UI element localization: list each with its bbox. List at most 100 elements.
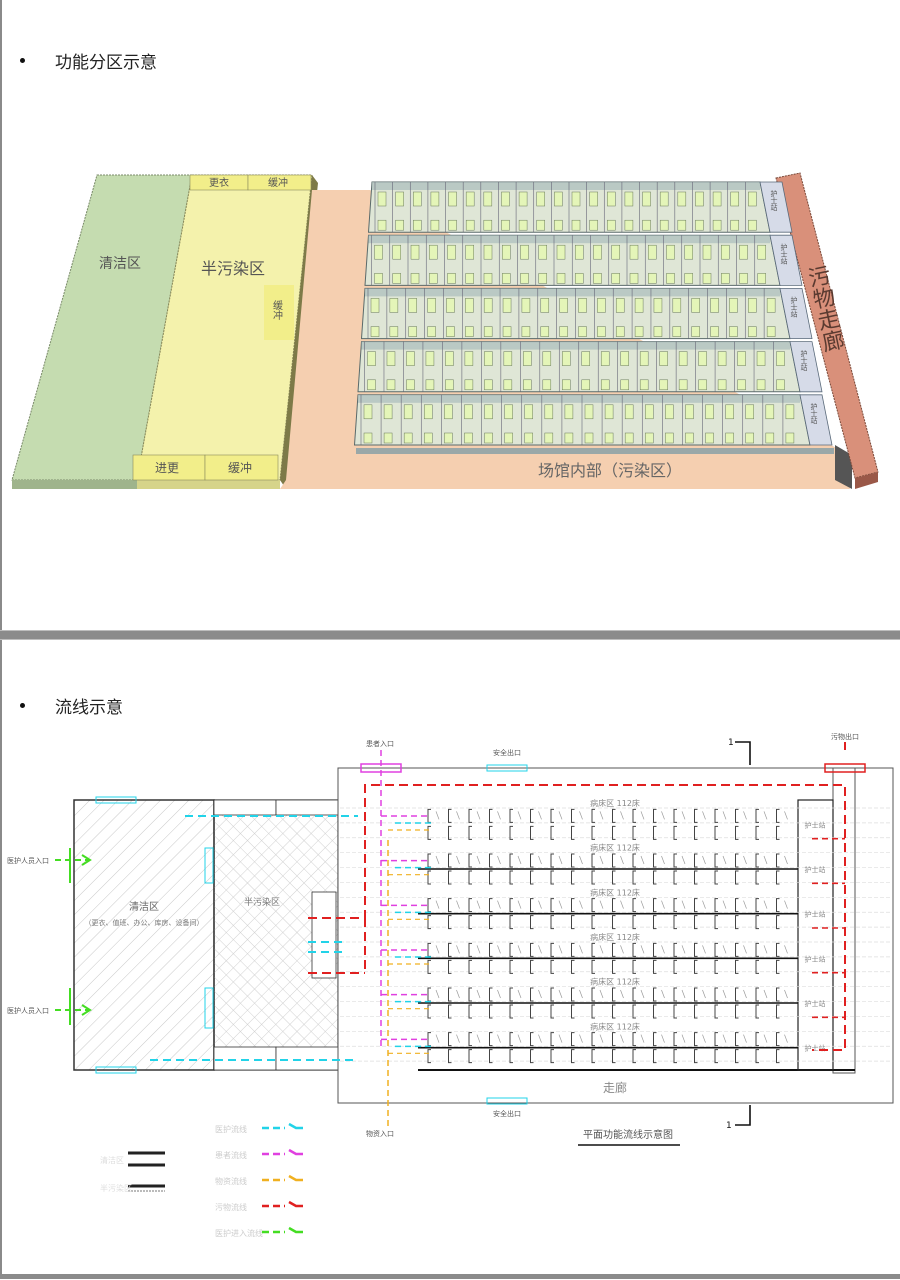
bed (464, 404, 473, 420)
bed (607, 219, 616, 231)
bed-symbol (489, 1032, 493, 1047)
bed-symbol (653, 825, 657, 840)
bed (363, 404, 373, 420)
bed (503, 351, 513, 366)
semi-zone-plan-label: 半污染区 (244, 896, 280, 908)
bed-symbol (509, 987, 513, 1002)
bed-symbol (755, 1049, 759, 1064)
bed-mark (640, 989, 645, 999)
supply-entry-label: 物资入口 (366, 1129, 394, 1138)
bed (748, 191, 757, 207)
bed (363, 432, 373, 444)
staff-entry-label-top: 医护人员入口 (7, 856, 49, 865)
bed (465, 219, 475, 231)
section-mark-top-label: 1 (728, 738, 734, 748)
bed (705, 404, 714, 420)
bed (540, 326, 550, 337)
bottom-buffer-label: 缓冲 (228, 460, 252, 475)
bed-symbol (448, 1032, 452, 1047)
bed-symbol (448, 959, 452, 974)
bed-mark (476, 945, 481, 954)
bed-symbol (612, 942, 616, 957)
bed-mark (476, 1034, 481, 1043)
bed-symbol (591, 825, 595, 840)
top-change-label: 更衣 (209, 176, 229, 189)
bed (413, 219, 422, 231)
bottom-buffer-room (204, 454, 279, 481)
door-dirty-exit (824, 763, 866, 773)
bed (785, 404, 795, 420)
bed-symbol (632, 959, 636, 974)
bed-mark (435, 989, 440, 999)
semi-bottom-room-b (275, 1046, 339, 1071)
door-bottom-left (95, 1066, 137, 1074)
bed-mark (784, 855, 788, 865)
contaminated-zone-side (835, 445, 852, 489)
bed-symbol (571, 1004, 575, 1019)
bed-symbol (694, 825, 698, 840)
ward-row-label: 病床区 112床 (590, 887, 640, 897)
bed-symbol (509, 1032, 513, 1047)
bed-symbol (755, 1004, 759, 1019)
bed (600, 351, 610, 366)
bed-mark (681, 900, 686, 909)
bed-symbol (571, 870, 575, 885)
bed-mark (579, 855, 583, 865)
bed (483, 326, 493, 337)
bed-symbol (673, 808, 677, 823)
bed-symbol (694, 1049, 698, 1064)
bed (446, 326, 455, 337)
bed (611, 244, 620, 260)
ward-row-label: 病床区 112床 (590, 977, 640, 987)
bed (448, 191, 457, 207)
bed (765, 404, 775, 420)
bed-mark (763, 945, 768, 954)
bed (408, 298, 417, 313)
bed-symbol (427, 915, 431, 930)
bed-mark (763, 855, 768, 865)
bed (785, 432, 795, 444)
bed-symbol (489, 853, 493, 868)
bed-symbol (591, 853, 595, 868)
bed-mark (640, 945, 645, 954)
bed-symbol (489, 808, 493, 823)
bed-symbol (489, 870, 493, 885)
bed (645, 404, 654, 420)
ward-row-label: 病床区 112床 (590, 932, 640, 942)
nurse-station-label: 护士站 (805, 910, 826, 919)
bed-symbol (612, 1004, 616, 1019)
bed (629, 273, 639, 284)
bed (571, 191, 581, 207)
bed (624, 404, 634, 420)
bed (367, 379, 376, 391)
bed-symbol (776, 915, 780, 930)
bed-symbol (448, 1049, 452, 1064)
bed-symbol (530, 1032, 534, 1047)
bed (642, 219, 651, 231)
bed-symbol (468, 959, 472, 974)
bed-symbol (530, 853, 534, 868)
bed-symbol (468, 987, 472, 1002)
bed (748, 326, 757, 337)
bed-symbol (530, 898, 534, 913)
bed (484, 432, 493, 444)
bed-mark (722, 1034, 727, 1043)
bed (776, 351, 785, 366)
bed (518, 219, 528, 231)
bed-mark (743, 811, 747, 820)
bed (523, 351, 532, 366)
bed-symbol (571, 808, 575, 823)
clean-zone-edge (12, 480, 137, 489)
bed-mark (763, 900, 768, 909)
dirty-corridor-label: 污物走廊 (802, 263, 846, 355)
bed (634, 326, 644, 337)
bed-symbol (653, 1049, 657, 1064)
bed-mark (497, 945, 501, 954)
bed (702, 244, 712, 260)
bed-symbol (468, 898, 472, 913)
bed (559, 298, 568, 313)
bed (536, 219, 545, 231)
bed (383, 404, 393, 420)
ward-row-wall (372, 182, 760, 190)
bed-mark (456, 945, 460, 954)
